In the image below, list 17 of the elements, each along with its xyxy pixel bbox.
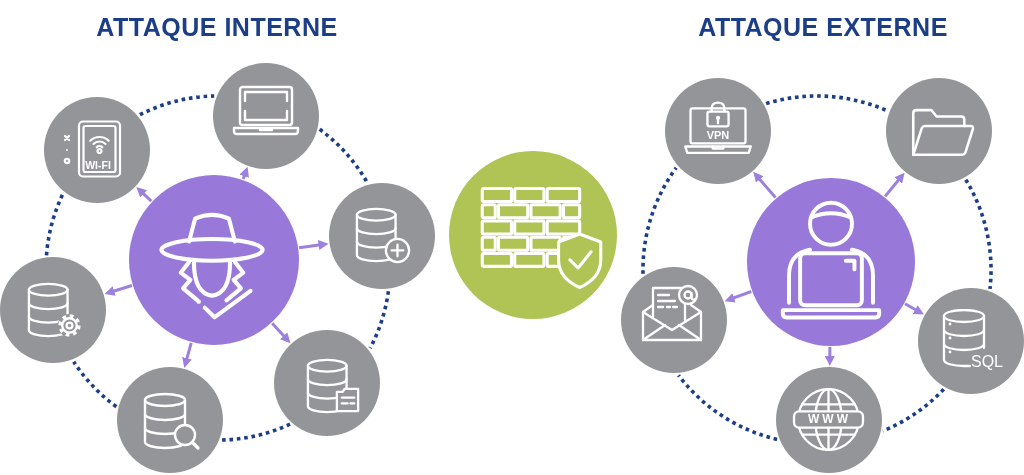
arrow <box>271 322 291 344</box>
icon-text: VPN <box>706 129 730 141</box>
section-heading: ATTAQUE EXTERNE <box>698 15 948 40</box>
icon-text: WWW <box>807 413 851 425</box>
arrow <box>753 171 777 199</box>
arrow <box>136 187 153 203</box>
arrow <box>824 347 835 366</box>
arrow <box>104 284 133 296</box>
arrow <box>298 240 329 250</box>
arrow <box>724 290 752 303</box>
arrow <box>182 342 193 368</box>
icon-text: WI-FI <box>85 159 111 171</box>
section-heading: ATTAQUE INTERNE <box>96 15 338 40</box>
arrow <box>904 302 924 315</box>
icon-text: SQL <box>971 354 1003 370</box>
arrow <box>239 166 249 180</box>
arrow <box>883 172 905 198</box>
